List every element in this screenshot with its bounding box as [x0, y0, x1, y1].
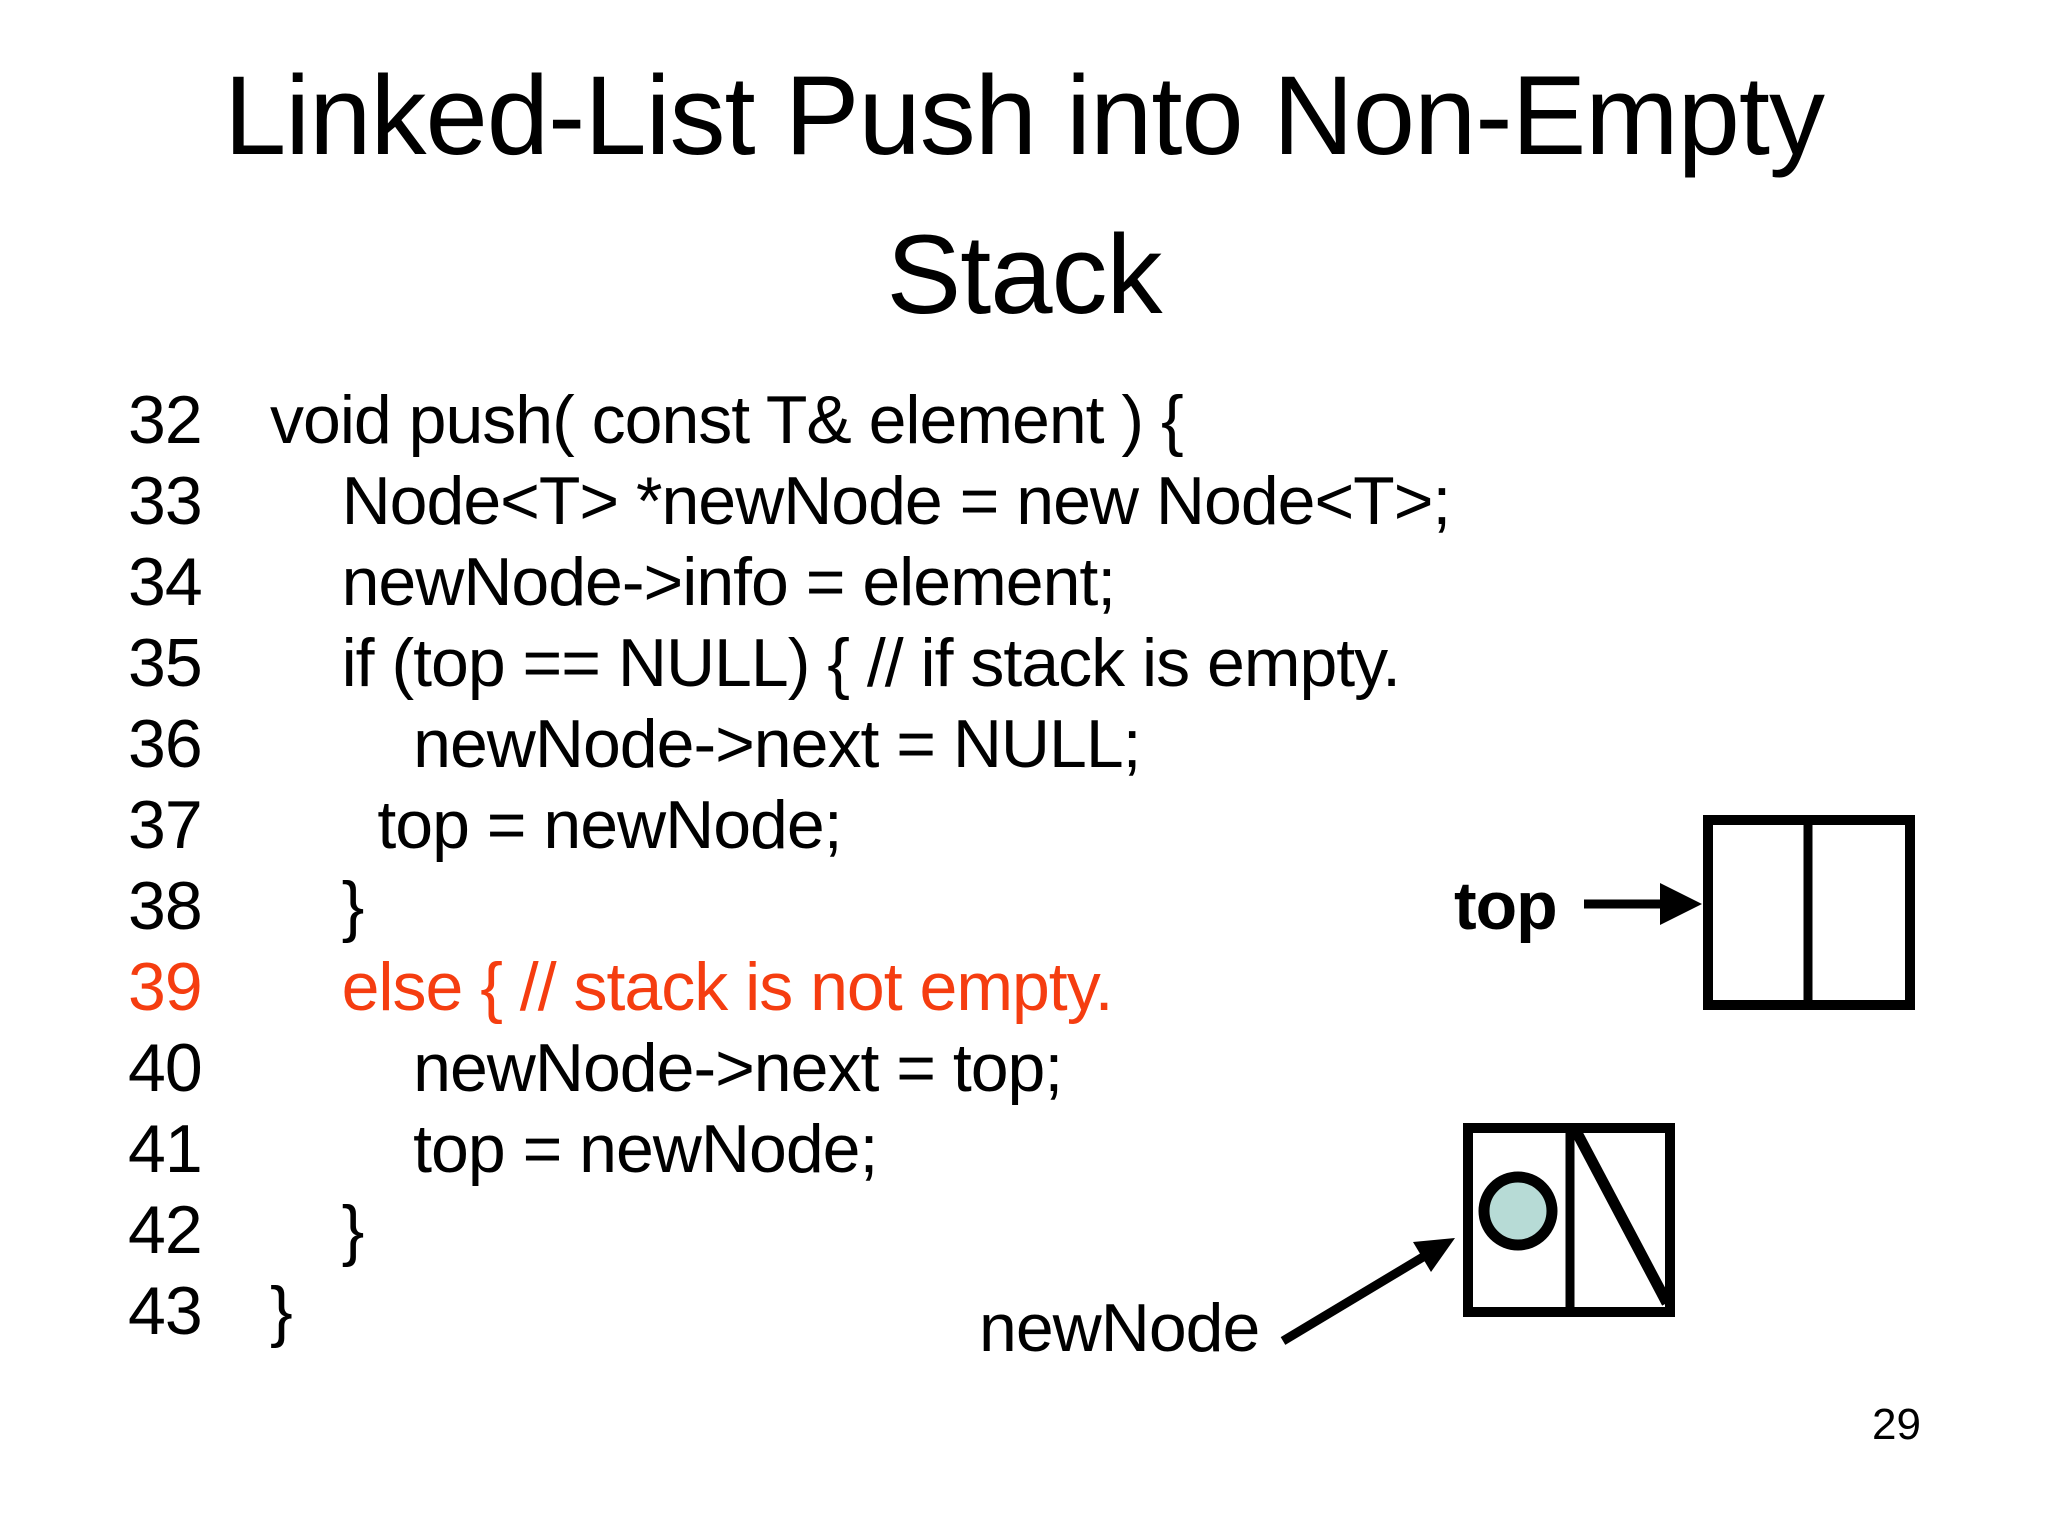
line-number: 41 [128, 1111, 203, 1187]
code-listing: 32 void push( const T& element ) { 33 Nod… [128, 380, 1452, 1352]
line-number: 35 [128, 625, 203, 701]
code-text: newNode->info = element; [270, 544, 1117, 620]
line-number: 40 [128, 1030, 203, 1106]
code-line-41: 41 top = newNode; [128, 1109, 1450, 1190]
line-number: 32 [128, 382, 203, 458]
top-node-box [1703, 815, 1915, 1010]
code-text: top = newNode; [270, 787, 842, 863]
top-pointer-arrow-icon [1584, 883, 1702, 925]
newnode-label: newNode [979, 1290, 1260, 1366]
newnode-pointer-arrow-icon [1280, 1238, 1455, 1345]
code-line-34: 34 newNode->info = element; [128, 542, 1450, 623]
code-text: void push( const T& element ) { [270, 382, 1184, 458]
line-number: 42 [128, 1192, 203, 1268]
code-text: else { // stack is not empty. [270, 949, 1114, 1025]
line-number: 38 [128, 868, 203, 944]
code-line-40: 40 newNode->next = top; [128, 1028, 1450, 1109]
code-line-35: 35 if (top == NULL) { // if stack is emp… [128, 623, 1450, 704]
newnode-next-diagonal [1571, 1128, 1672, 1306]
code-line-39-highlighted: 39 else { // stack is not empty. [128, 947, 1450, 1028]
slide-title-line2: Stack [886, 212, 1162, 337]
code-line-38: 38 } [128, 866, 1450, 947]
code-text: top = newNode; [270, 1111, 878, 1187]
newnode-data-circle [1478, 1171, 1558, 1251]
code-line-37: 37 top = newNode; [128, 785, 1450, 866]
code-line-33: 33 Node<T> *newNode = new Node<T>; [128, 461, 1452, 542]
code-line-42: 42 } [128, 1190, 1450, 1271]
line-number: 39 [128, 949, 203, 1025]
line-number: 36 [128, 706, 203, 782]
slide-title-line1: Linked-List Push into Non-Empty [224, 53, 1825, 178]
top-pointer-label: top [1454, 868, 1558, 944]
code-line-36: 36 newNode->next = NULL; [128, 704, 1450, 785]
code-text: } [270, 1273, 293, 1349]
line-number: 43 [128, 1273, 203, 1349]
code-text: if (top == NULL) { // if stack is empty. [270, 625, 1401, 701]
page-number: 29 [1872, 1400, 1921, 1449]
code-text: } [270, 868, 365, 944]
line-number: 33 [128, 463, 203, 539]
slide-title: Linked-List Push into Non-Empty Stack [0, 36, 2048, 354]
newnode-box [1463, 1123, 1675, 1317]
code-text: newNode->next = NULL; [270, 706, 1141, 782]
code-line-32: 32 void push( const T& element ) { [128, 380, 1450, 461]
code-text: Node<T> *newNode = new Node<T>; [270, 463, 1452, 539]
code-line-43: 43} [128, 1271, 1450, 1352]
code-text: } [270, 1192, 365, 1268]
line-number: 37 [128, 787, 203, 863]
line-number: 34 [128, 544, 203, 620]
code-text: newNode->next = top; [270, 1030, 1063, 1106]
